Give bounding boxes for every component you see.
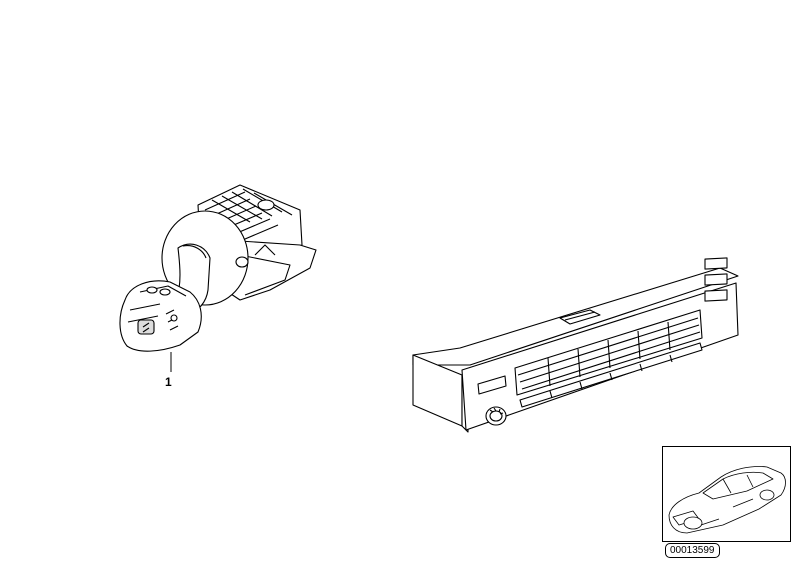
car-sedan-icon <box>668 466 786 534</box>
car-thumbnail <box>662 446 791 542</box>
reference-number: 00013599 <box>665 543 720 558</box>
callout-label: 1 <box>165 375 172 389</box>
climate-panel-icon <box>412 257 739 433</box>
wiper-switch-icon <box>119 184 317 352</box>
